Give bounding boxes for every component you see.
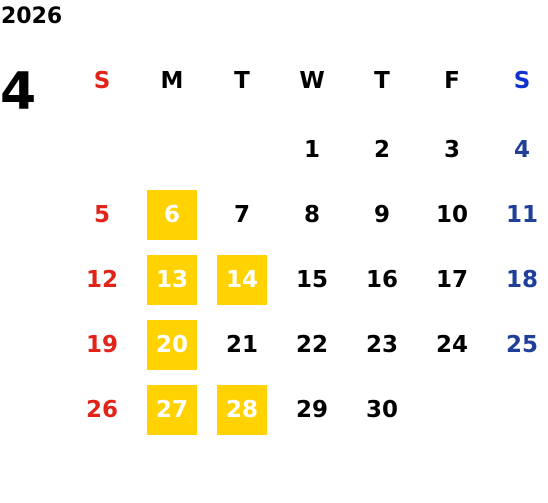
weekday-header: W [299,68,325,94]
day-cell: 26 [85,397,118,423]
day-cell: 11 [505,202,538,228]
year-label: 2026 [1,4,63,29]
weekday-header: S [513,68,531,94]
day-cell: 24 [435,332,468,358]
day-cell: 8 [303,202,320,228]
weekday-header: F [444,68,460,94]
day-cell: 7 [233,202,250,228]
day-cell: 18 [505,267,538,293]
day-cell: 20 [147,320,197,370]
weekday-header: T [234,68,250,94]
day-cell: 30 [365,397,398,423]
day-cell: 17 [435,267,468,293]
day-cell: 9 [373,202,390,228]
day-cell: 6 [147,190,197,240]
day-cell: 13 [147,255,197,305]
day-cell: 29 [295,397,328,423]
day-cell: 10 [435,202,468,228]
day-cell: 14 [217,255,267,305]
weekday-header: S [93,68,111,94]
day-cell: 4 [513,137,530,163]
day-cell: 12 [85,267,118,293]
weekday-header: M [160,68,184,94]
day-cell: 27 [147,385,197,435]
month-number: 4 [0,62,37,122]
day-cell: 5 [93,202,110,228]
day-cell: 21 [225,332,258,358]
day-cell: 15 [295,267,328,293]
day-cell: 3 [443,137,460,163]
day-cell: 19 [85,332,118,358]
day-cell: 28 [217,385,267,435]
day-cell: 2 [373,137,390,163]
day-cell: 16 [365,267,398,293]
weekday-header: T [374,68,390,94]
day-cell: 1 [303,137,320,163]
day-cell: 23 [365,332,398,358]
day-cell: 22 [295,332,328,358]
day-cell: 25 [505,332,538,358]
